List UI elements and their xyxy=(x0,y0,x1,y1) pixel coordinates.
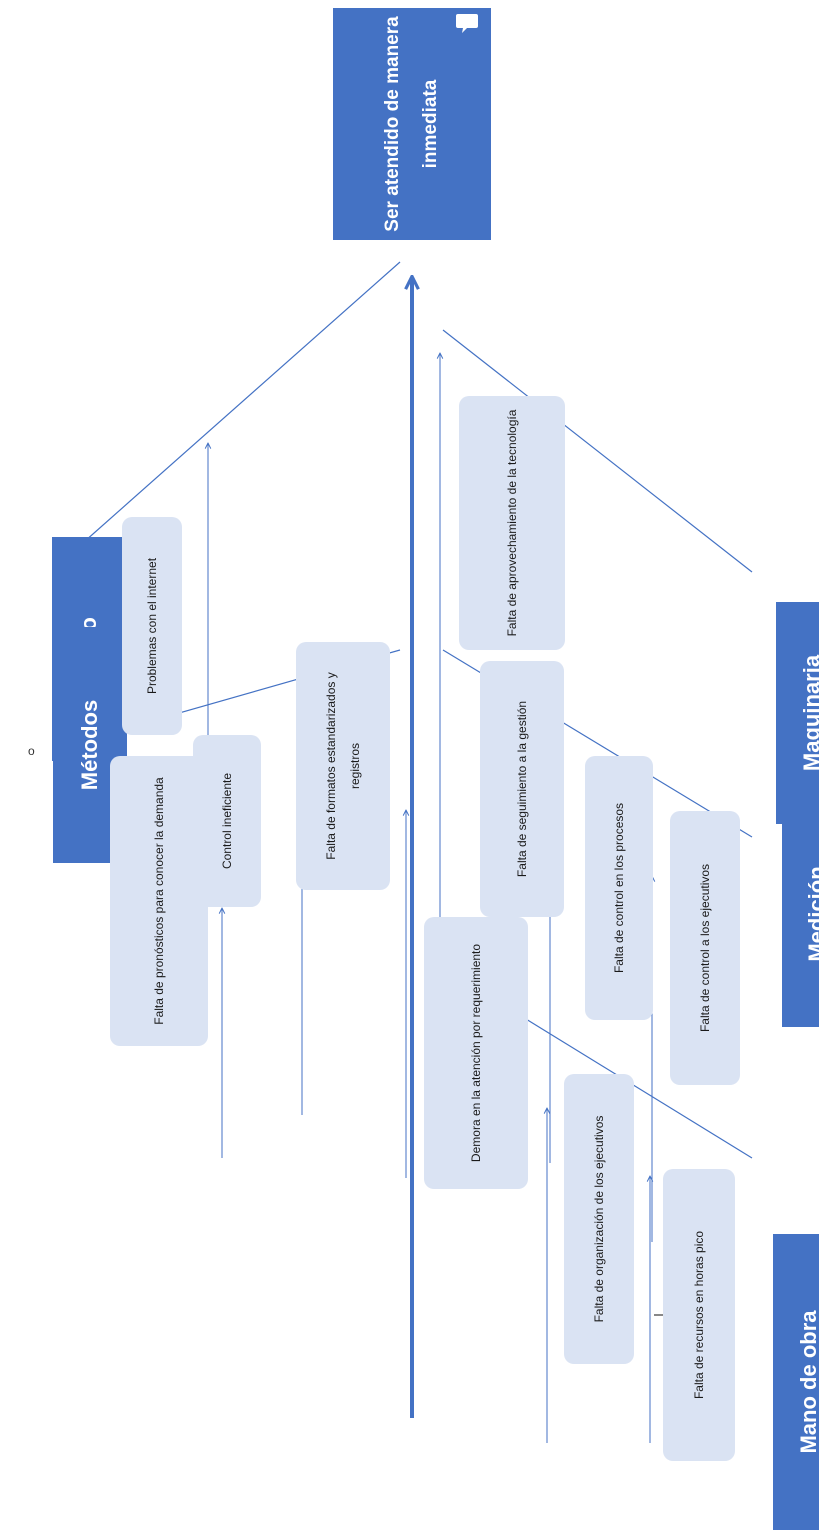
cause-demora-atencion: Demora en la atención por requerimiento xyxy=(424,917,528,1189)
cause-falta-aprovechamiento: Falta de aprovechamiento de la tecnologí… xyxy=(459,396,565,650)
bone-medio xyxy=(66,261,401,558)
effect-box: Ser atendido de manera inmediata xyxy=(333,8,491,240)
effect-label: Ser atendido de manera inmediata xyxy=(382,16,441,232)
category-maquinaria: Maquinaria xyxy=(776,602,819,824)
cause-falta-control-procesos: Falta de control en los procesos xyxy=(585,756,653,1020)
category-mano-de-obra: Mano de obra xyxy=(773,1234,819,1530)
cause-control-ineficiente: Control ineficiente xyxy=(193,735,261,907)
category-medicion: Medición xyxy=(782,801,819,1027)
stray-mark: o xyxy=(28,744,35,758)
cause-falta-formatos: Falta de formatos estandarizados y regis… xyxy=(296,642,390,890)
cause-falta-recursos: Falta de recursos en horas pico xyxy=(663,1169,735,1461)
bone-maquinaria xyxy=(442,329,753,573)
cause-falta-seguimiento: Falta de seguimiento a la gestión xyxy=(480,661,564,917)
cause-falta-organizacion: Falta de organización de los ejecutivos xyxy=(564,1074,634,1364)
comment-icon[interactable] xyxy=(455,13,479,35)
cause-falta-control-ejecutivos: Falta de control a los ejecutivos xyxy=(670,811,740,1085)
cause-problemas-internet: Problemas con el internet xyxy=(122,517,182,735)
